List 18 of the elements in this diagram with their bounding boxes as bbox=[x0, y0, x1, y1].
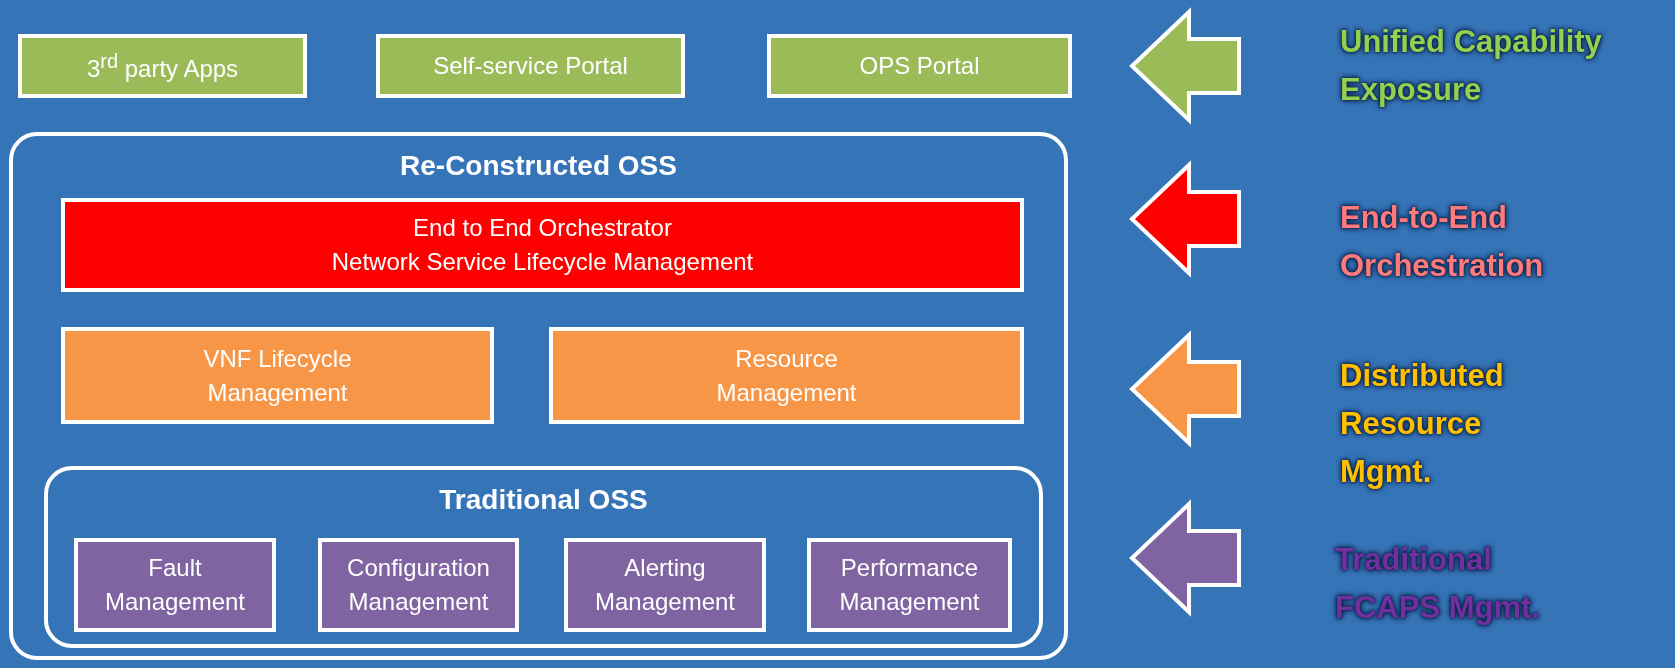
layer-label: Traditional FCAPS Mgmt. bbox=[1335, 541, 1541, 628]
process-box: Resource Management bbox=[549, 327, 1024, 424]
group-box bbox=[44, 466, 1043, 648]
process-box: 3$^{rd}$ party Apps bbox=[18, 34, 307, 98]
process-box: Performance Management bbox=[807, 538, 1012, 632]
layer-label: Unified Capability Exposure bbox=[1340, 23, 1603, 110]
group-heading: Re-Constructed OSS bbox=[400, 149, 677, 183]
process-box: Fault Management bbox=[74, 538, 276, 632]
group-box bbox=[9, 132, 1068, 660]
process-box: Self-service Portal bbox=[376, 34, 685, 98]
group-heading: Traditional OSS bbox=[439, 483, 648, 517]
process-box: Configuration Management bbox=[318, 538, 519, 632]
layer-label: End-to-End Orchestration bbox=[1340, 199, 1545, 286]
process-box: VNF Lifecycle Management bbox=[61, 327, 494, 424]
process-box: OPS Portal bbox=[767, 34, 1072, 98]
process-box: Alerting Management bbox=[564, 538, 766, 632]
layer-label: Distributed Resource Mgmt. bbox=[1340, 357, 1505, 492]
process-box: End to End Orchestrator Network Service Lifecycle Management bbox=[61, 198, 1024, 292]
